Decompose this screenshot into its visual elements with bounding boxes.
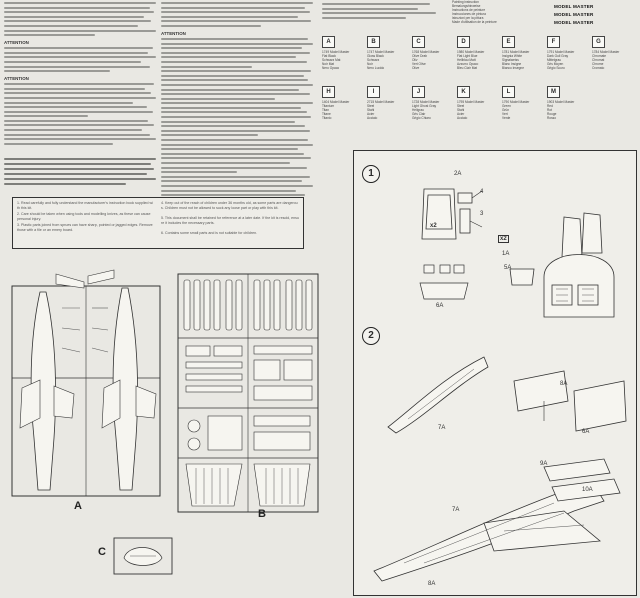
step-1-seat-diagram xyxy=(421,188,483,240)
japanese-text-block xyxy=(4,158,156,194)
step-1-lower-part-diagram xyxy=(419,264,469,300)
painting-header-line-2: Bemalungshinweise xyxy=(452,4,481,8)
brand-logo-3: MODEL MASTER xyxy=(554,20,594,25)
warning-5: 5. This document shall be retained for r… xyxy=(161,216,299,225)
instruction-text-column-2: ATTENTION xyxy=(161,2,313,237)
warning-3: 3. Plastic parts joined from sprues can … xyxy=(17,223,153,232)
brand-logo-1: MODEL MASTER xyxy=(554,4,594,9)
instruction-text-column-1: ATTENTION ATTENTION xyxy=(4,2,156,162)
safety-warning-box: 1. Read carefully and fully understand t… xyxy=(12,197,304,249)
step-1-label-6a: 6A xyxy=(436,303,444,309)
painting-header-line-4: Instrucciones de pintura xyxy=(452,12,486,16)
warning-6: 6. Contains some small parts and is not … xyxy=(161,231,258,235)
step-1-label-2a: 2A xyxy=(454,171,462,177)
sprue-b-label: B xyxy=(258,508,266,520)
sprue-c-diagram: C xyxy=(96,528,176,578)
step-1-label-x2-a: x2 xyxy=(430,223,437,229)
sprue-b-svg xyxy=(177,273,319,513)
sprue-a-diagram: A xyxy=(10,268,162,512)
step-2-label-7a: 7A xyxy=(438,425,446,431)
step-1-label-x2-b: x2 xyxy=(498,235,509,243)
step-2-full-assembly-diagram xyxy=(373,458,621,582)
attention-heading-3: ATTENTION xyxy=(161,30,186,36)
warning-1: 1. Read carefully and fully understand t… xyxy=(17,201,153,210)
step-2-intake-diagram xyxy=(513,370,627,432)
step-2-label-8a: 8A xyxy=(560,381,568,387)
sprue-c-svg xyxy=(113,537,173,575)
step-2-number: 2 xyxy=(362,327,380,345)
attention-heading-2: ATTENTION xyxy=(4,76,29,82)
sprue-b-diagram: B xyxy=(174,268,322,520)
painting-header-line-3: Instructions de peinture xyxy=(452,8,486,12)
sprue-a-svg xyxy=(11,269,161,497)
step-2-fuselage-half-diagram xyxy=(387,356,489,434)
step-1-label-5a: 5A xyxy=(504,265,512,271)
painting-header-line-1: Painting instruction xyxy=(452,0,479,4)
step-2-label-9a: 9A xyxy=(540,461,548,467)
sprue-a-label: A xyxy=(74,500,82,512)
attention-heading-1: ATTENTION xyxy=(4,40,29,46)
step-1-label-1a: 1A xyxy=(502,251,510,257)
sprue-c-label: C xyxy=(98,546,106,558)
brand-logo-2: MODEL MASTER xyxy=(554,12,594,17)
step-2-label-8a-b: 8A xyxy=(428,581,436,587)
step-1-label-3: 3 xyxy=(480,211,484,217)
step-2-label-10a: 10A xyxy=(582,487,593,493)
step-2-label-7a-b: 7A xyxy=(452,507,460,513)
warning-4: 4. Keep out of the reach of children und… xyxy=(161,201,298,210)
step-1-number: 1 xyxy=(362,165,380,183)
step-1-label-4: 4 xyxy=(480,189,484,195)
warning-2: 2. Care should be taken when using tools… xyxy=(17,212,151,221)
painting-header-line-5: Istruzioni per la pittura xyxy=(452,16,484,20)
step-2-label-6a: 6A xyxy=(582,429,590,435)
painting-header: Painting instruction Bemalungshinweise I… xyxy=(322,0,638,26)
step-1-cockpit-tub-diagram xyxy=(509,212,615,318)
painting-header-line-6: Made d'utilisation de la peinture xyxy=(452,20,497,24)
assembly-panel: 1 x2 4 3 2A 6A x2 xyxy=(353,150,637,596)
